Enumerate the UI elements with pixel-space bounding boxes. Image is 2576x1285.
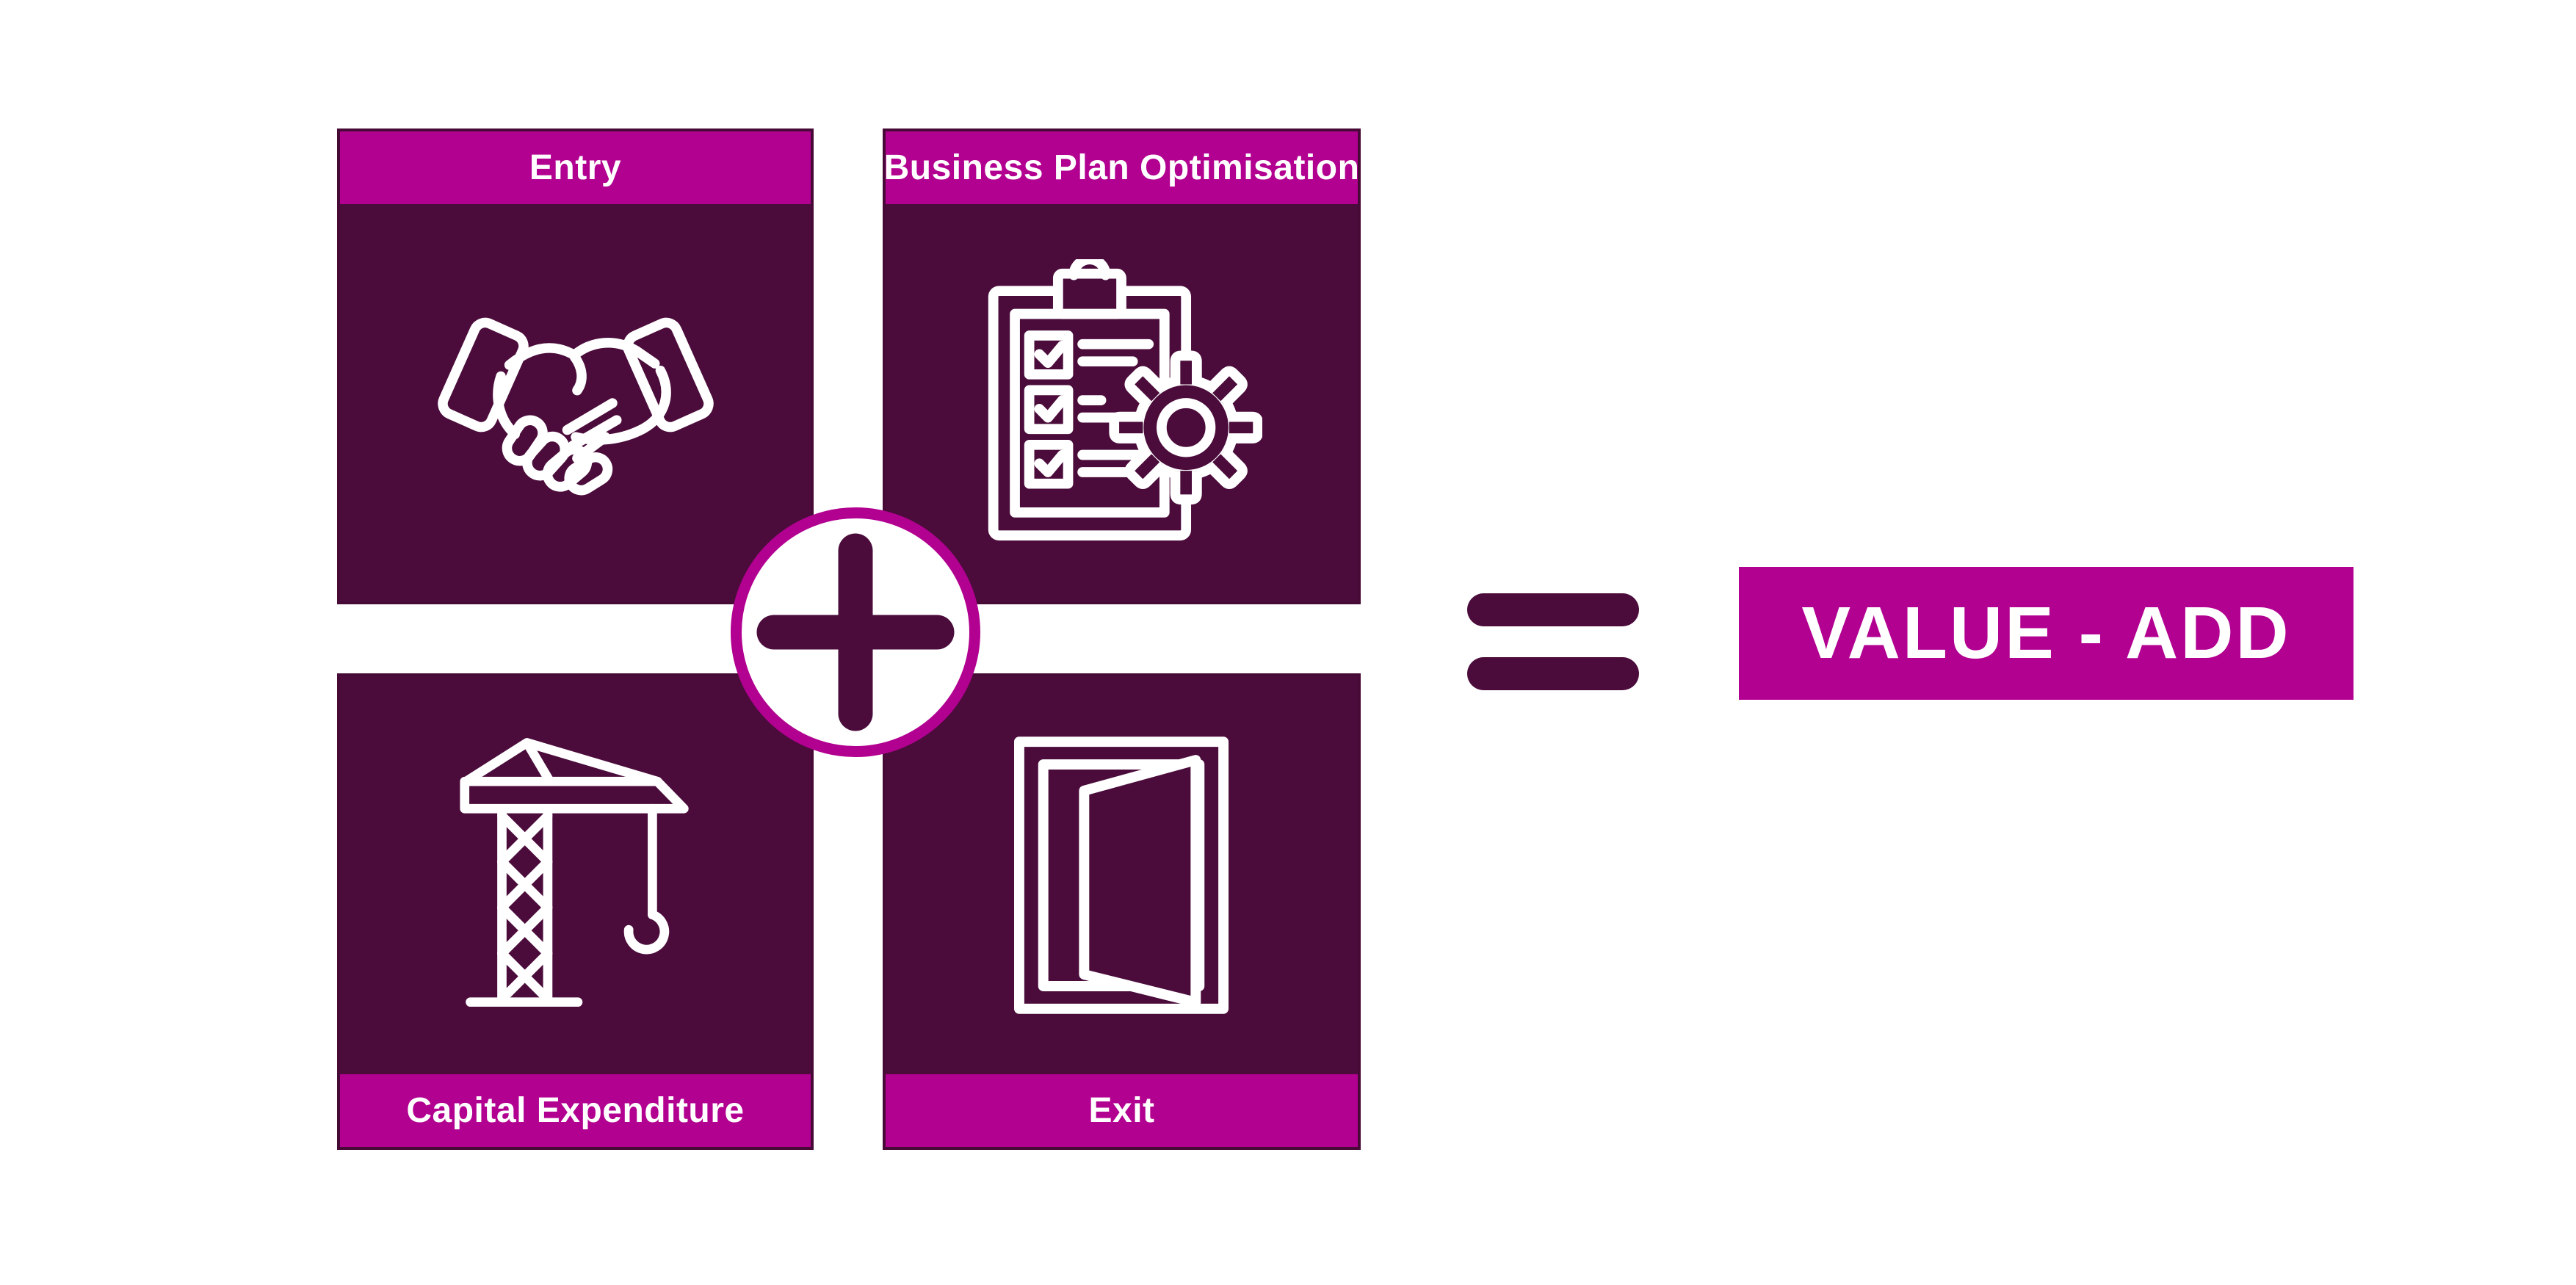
gear-hole (1156, 397, 1215, 457)
quadrant-bpo-body (886, 204, 1358, 601)
crane-bracing (496, 811, 552, 1005)
handshake-finger-1 (562, 397, 618, 435)
quadrant-exit-label: Exit (886, 1074, 1358, 1147)
gear-teeth (1108, 350, 1262, 504)
equals-bottom-bar (1467, 657, 1639, 690)
checkbox-1 (1024, 330, 1073, 380)
gear (1108, 350, 1262, 504)
crane-top-triangle (460, 738, 662, 786)
quadrant-entry: Entry (337, 128, 814, 604)
handshake-finger-2 (567, 414, 622, 450)
handshake-icon (437, 317, 714, 495)
door-outer-frame (1013, 736, 1229, 1014)
quadrant-capital-expenditure: Capital Expenditure (337, 673, 814, 1150)
quadrant-capex-body (340, 676, 811, 1074)
checkmark-1 (1034, 340, 1068, 368)
door-leaf (1078, 754, 1201, 1007)
quadrant-exit: Exit (883, 673, 1361, 1150)
quadrant-exit-body (886, 676, 1358, 1074)
equals-icon (1467, 593, 1639, 690)
equals-top-bar (1467, 593, 1639, 626)
value-add-label: VALUE - ADD (1801, 592, 2291, 674)
crane-jib (459, 776, 689, 814)
clipboard-gear-icon (988, 258, 1262, 540)
plus-glyph (756, 533, 955, 731)
crane-hook (623, 910, 669, 955)
handshake-left-sleeve (437, 317, 529, 432)
checkbox-3 (1024, 439, 1073, 489)
checkmark-2 (1034, 394, 1068, 422)
handshake-knuckle-4 (563, 452, 612, 495)
quadrant-business-plan-optimisation: Business Plan Optimisation (883, 128, 1361, 604)
crane-icon (459, 738, 689, 1007)
clipboard-clip-bump-top (1068, 258, 1110, 280)
handshake-left-wrist (492, 371, 520, 439)
quadrant-entry-body (340, 204, 811, 601)
handshake-finger-3 (571, 431, 610, 463)
checkmark-3 (1034, 449, 1068, 477)
quadrant-bpo-label: Business Plan Optimisation (884, 131, 1359, 204)
handshake-thumb (568, 351, 587, 395)
value-add-result-box: VALUE - ADD (1739, 567, 2354, 700)
checkbox-2 (1024, 385, 1073, 434)
handshake-right-sleeve (622, 317, 714, 432)
quadrant-entry-label: Entry (340, 131, 811, 204)
door-icon (1013, 736, 1229, 1014)
clipboard-clip (1052, 268, 1126, 319)
quadrant-capex-label: Capital Expenditure (340, 1074, 811, 1147)
plus-icon (731, 507, 980, 757)
